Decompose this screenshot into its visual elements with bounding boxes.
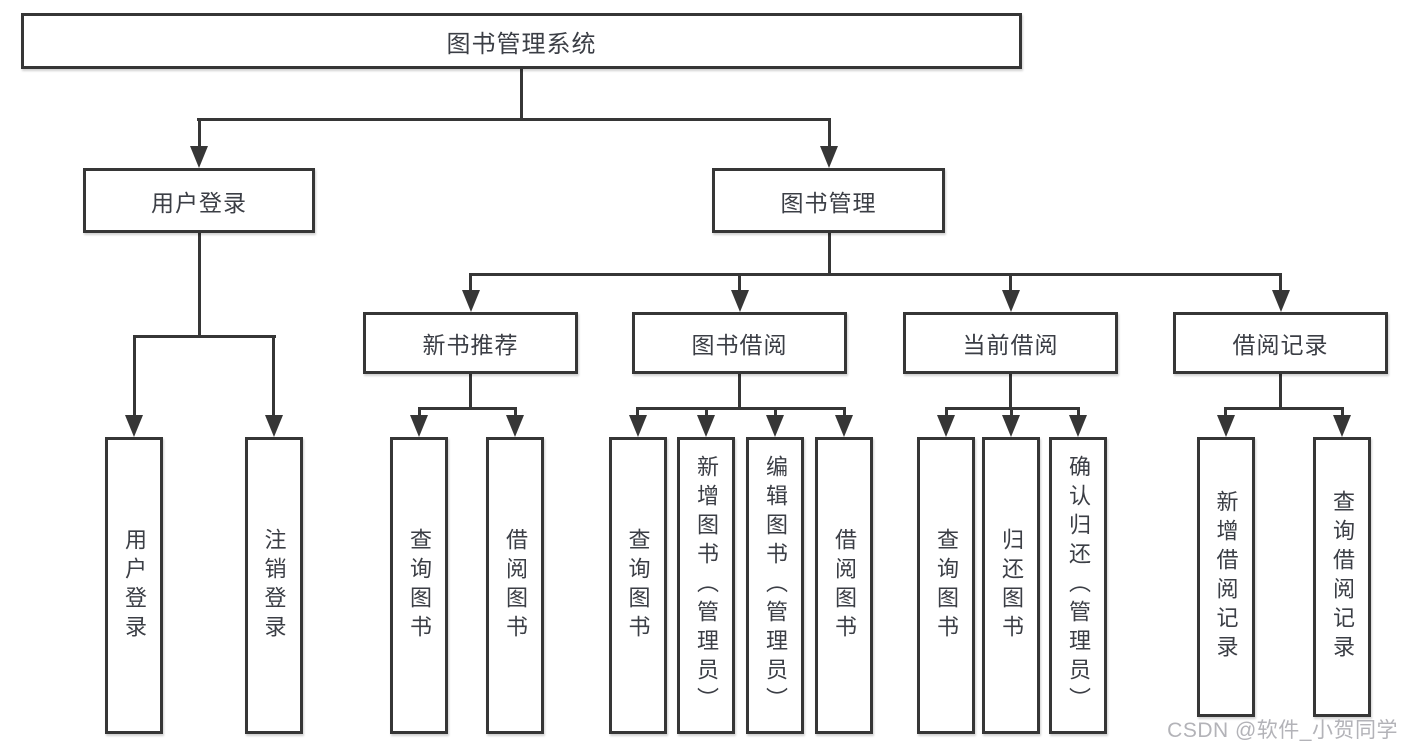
node-label: 新书推荐 xyxy=(422,332,519,358)
connector-leaf xyxy=(1076,407,1080,418)
connector-new-books-stem xyxy=(469,374,472,410)
arrowhead-logout-leaf xyxy=(264,415,283,437)
connector-borrow-records-stem xyxy=(1279,374,1282,410)
connector-leaf xyxy=(1224,407,1227,418)
node-label: 归还图书 xyxy=(999,527,1024,644)
csdn-watermark: CSDN @软件_小贺同学 xyxy=(1167,719,1398,742)
connector-to-book-borrow xyxy=(738,273,741,290)
node-logout-leaf: 注销登录 xyxy=(244,437,303,734)
node-label: 借阅图书 xyxy=(832,527,857,644)
node-label: 新增借阅记录 xyxy=(1213,490,1239,664)
connector-leaf xyxy=(944,407,948,418)
arrowhead-book-management xyxy=(820,146,838,168)
node-add-books-admin: 新增图书（管理员） xyxy=(677,437,735,734)
arrowhead-login-leaf xyxy=(125,415,143,437)
node-label: 编辑图书（管理员） xyxy=(763,455,788,716)
node-label: 当前借阅 xyxy=(962,332,1059,358)
connector-leaf xyxy=(1009,407,1013,418)
node-user-login: 用户登录 xyxy=(83,168,315,233)
node-label: 查询图书 xyxy=(407,527,432,644)
connector-user-login-bar xyxy=(132,335,276,338)
node-label: 查询借阅记录 xyxy=(1330,490,1355,664)
node-label: 查询图书 xyxy=(934,527,959,644)
connector-leaf xyxy=(704,407,708,418)
node-borrow-books-borrow: 借阅图书 xyxy=(815,437,873,734)
node-label: 确认归还（管理员） xyxy=(1066,455,1091,716)
node-return-books: 归还图书 xyxy=(982,437,1040,734)
connector-to-book-management xyxy=(827,118,831,146)
node-user-login-leaf: 用户登录 xyxy=(105,437,163,734)
node-borrow-books-newbook: 借阅图书 xyxy=(486,437,544,734)
arrowhead-leaf xyxy=(628,415,647,437)
node-search-borrow-record: 查询借阅记录 xyxy=(1313,437,1371,717)
arrowhead-current-borrow xyxy=(1001,290,1020,312)
arrowhead-leaf xyxy=(937,415,955,437)
connector-borrow-records-bar xyxy=(1224,407,1344,410)
arrowhead-leaf xyxy=(506,415,524,437)
arrowhead-leaf xyxy=(766,415,784,437)
arrowhead-leaf xyxy=(1216,415,1235,437)
connector-leaf xyxy=(417,407,421,418)
node-label: 图书管理 xyxy=(780,189,877,216)
arrowhead-leaf xyxy=(1069,415,1087,437)
node-search-books-borrow: 查询图书 xyxy=(608,437,667,734)
connector-book-management-stem xyxy=(827,232,831,276)
node-borrow-records: 借阅记录 xyxy=(1173,312,1388,374)
node-edit-books-admin: 编辑图书（管理员） xyxy=(746,437,804,734)
node-label: 新增图书（管理员） xyxy=(694,455,719,716)
connector-to-new-books xyxy=(469,273,472,290)
node-new-book-recommend: 新书推荐 xyxy=(363,312,578,374)
arrowhead-leaf xyxy=(410,415,428,437)
arrowhead-leaf xyxy=(1002,415,1020,437)
connector-leaf xyxy=(773,407,777,418)
arrowhead-new-books xyxy=(461,290,480,312)
node-search-books-current: 查询图书 xyxy=(917,437,975,734)
node-label: 用户登录 xyxy=(151,189,247,216)
node-label: 图书借阅 xyxy=(691,332,788,358)
connector-user-login-stem xyxy=(197,232,201,338)
connector-new-books-bar xyxy=(417,407,517,410)
node-book-management: 图书管理 xyxy=(712,168,945,233)
node-confirm-return-admin: 确认归还（管理员） xyxy=(1049,437,1107,734)
node-current-borrow: 当前借阅 xyxy=(903,312,1118,374)
connector-to-login-leaf xyxy=(132,335,136,415)
connector-leaf xyxy=(1340,407,1344,418)
connector-leaf xyxy=(636,407,639,418)
node-add-borrow-record: 新增借阅记录 xyxy=(1196,437,1255,717)
arrowhead-book-borrow xyxy=(730,290,749,312)
node-label: 借阅图书 xyxy=(503,527,528,644)
node-search-books-newbook: 查询图书 xyxy=(390,437,448,734)
node-label: 注销登录 xyxy=(261,527,287,644)
arrowhead-leaf xyxy=(1333,415,1351,437)
connector-current-borrow-stem xyxy=(1009,374,1012,410)
connector-leaf xyxy=(842,407,846,418)
node-label: 查询图书 xyxy=(625,527,651,644)
connector-book-borrow-bar xyxy=(636,407,846,410)
arrowhead-leaf xyxy=(697,415,715,437)
node-book-borrow: 图书借阅 xyxy=(632,312,847,374)
connector-to-user-login xyxy=(197,118,201,146)
arrowhead-leaf xyxy=(835,415,853,437)
node-label: 借阅记录 xyxy=(1232,332,1329,358)
arrowhead-user-login xyxy=(190,146,208,168)
node-library-system: 图书管理系统 xyxy=(21,13,1022,69)
connector-to-borrow-records xyxy=(1279,273,1282,290)
connector-book-borrow-stem xyxy=(738,374,741,410)
arrowhead-borrow-records xyxy=(1271,290,1290,312)
connector-to-logout-leaf xyxy=(272,335,275,415)
connector-root-bar xyxy=(197,118,831,121)
node-label: 用户登录 xyxy=(122,527,147,644)
connector-level3-bar xyxy=(469,273,1282,276)
connector-to-current-borrow xyxy=(1009,273,1012,290)
connector-root-stem xyxy=(520,69,523,121)
connector-leaf xyxy=(513,407,517,418)
node-label: 图书管理系统 xyxy=(446,30,597,58)
